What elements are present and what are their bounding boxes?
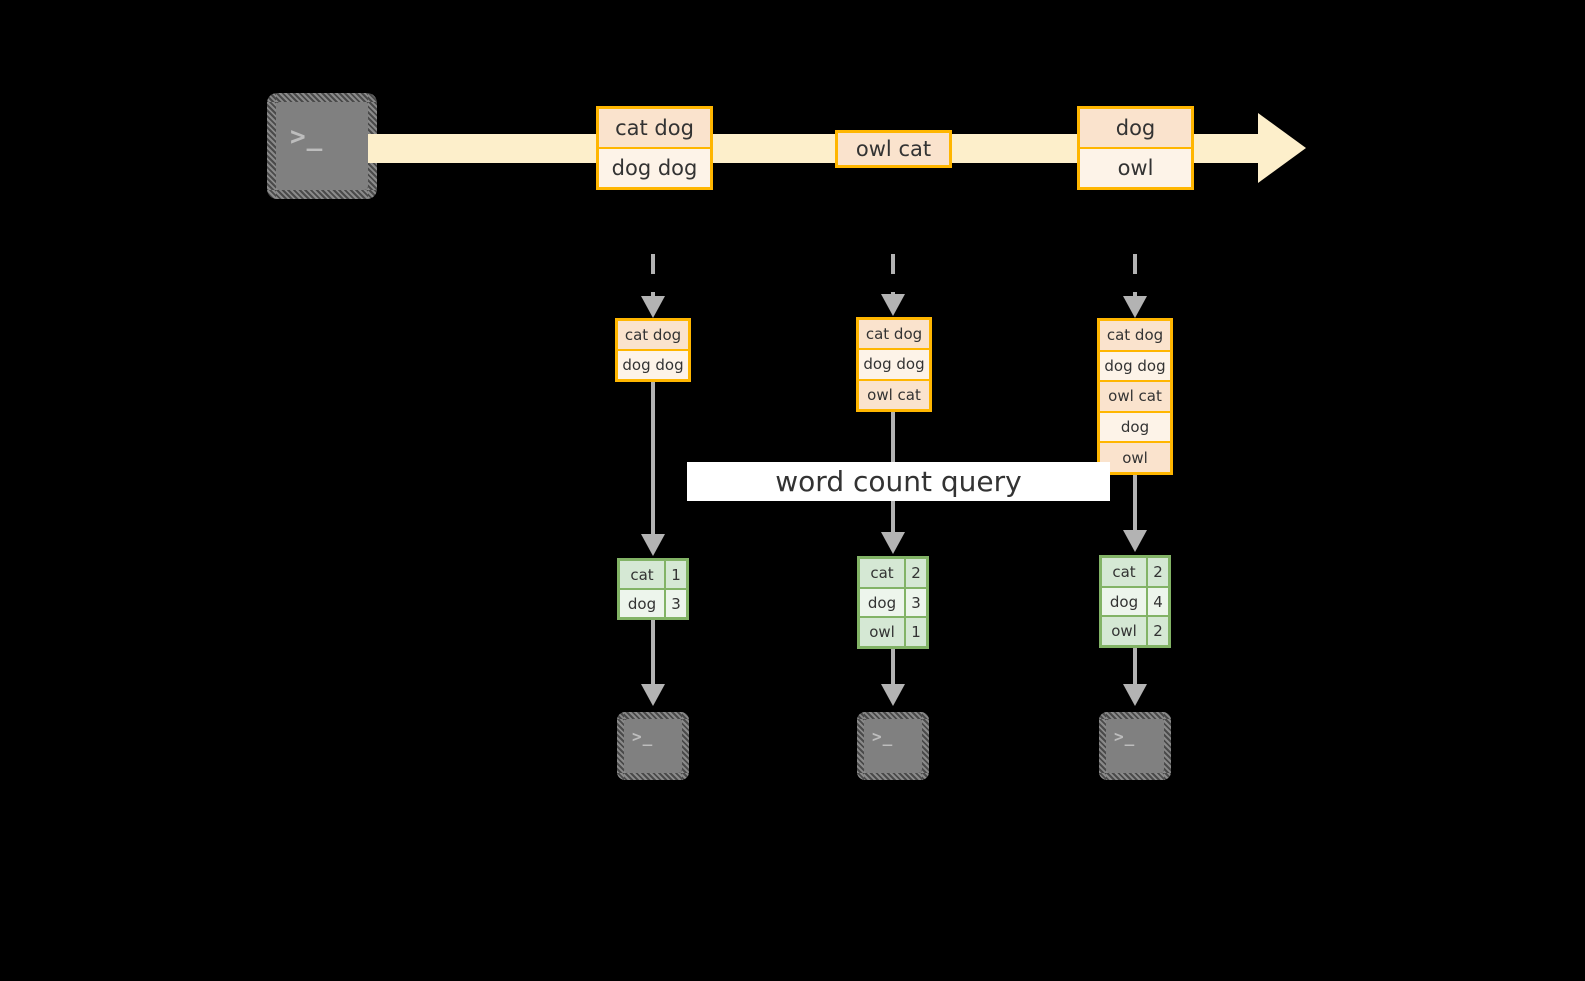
snapshot-1-query-connector: [651, 382, 655, 537]
snapshot-2-input-row: cat dog: [859, 320, 929, 351]
snapshot-2-result-word: cat: [860, 559, 906, 587]
terminal-prompt-glyph: >_: [290, 122, 324, 152]
snapshot-3-input-row: owl cat: [1100, 382, 1170, 413]
snapshot-2-sink-connector: [891, 649, 895, 686]
snapshot-2-result-count: 2: [906, 559, 926, 587]
stream-event-2: owl cat: [835, 130, 952, 168]
snapshot-2-result-count: 3: [906, 588, 926, 617]
table-row: cat 2: [860, 559, 926, 589]
snapshot-3-result-word: cat: [1102, 558, 1148, 586]
snapshot-1-result-word: dog: [620, 590, 666, 617]
stream-event-3: dog owl: [1077, 106, 1194, 190]
table-row: owl 2: [1102, 617, 1168, 646]
snapshot-1-result-word: cat: [620, 561, 666, 588]
snapshot-2-sink-terminal-icon: >_: [857, 712, 929, 780]
snapshot-3-stream-connector-arrowhead: [1123, 296, 1147, 318]
snapshot-2-stream-connector-arrowhead: [881, 294, 905, 316]
snapshot-2-input-row: dog dog: [859, 350, 929, 381]
table-row: dog 3: [620, 590, 686, 617]
snapshot-1-input-table: cat dog dog dog: [615, 318, 691, 382]
snapshot-1-result-table: cat 1 dog 3: [617, 558, 689, 620]
snapshot-2-result-word: dog: [860, 588, 906, 617]
table-row: cat 2: [1102, 558, 1168, 588]
snapshot-1-stream-connector: [651, 254, 655, 298]
snapshot-3-result-word: dog: [1102, 587, 1148, 616]
snapshot-3-result-word: owl: [1102, 617, 1148, 646]
snapshot-3-query-connector-arrowhead: [1123, 530, 1147, 552]
stream-event-3-line-1: dog: [1080, 109, 1191, 149]
snapshot-3-sink-connector-arrowhead: [1123, 684, 1147, 706]
snapshot-2-input-table: cat dog dog dog owl cat: [856, 317, 932, 412]
snapshot-1-input-row: cat dog: [618, 321, 688, 351]
snapshot-3-input-row: cat dog: [1100, 321, 1170, 352]
terminal-screen: [276, 102, 368, 190]
table-row: dog 4: [1102, 587, 1168, 618]
snapshot-2-stream-connector: [891, 254, 895, 296]
snapshot-1-sink-connector-arrowhead: [641, 684, 665, 706]
snapshot-1-result-count: 1: [666, 561, 686, 588]
snapshot-1-query-connector-arrowhead: [641, 534, 665, 556]
snapshot-3-result-table: cat 2 dog 4 owl 2: [1099, 555, 1171, 648]
snapshot-1-sink-connector: [651, 620, 655, 686]
snapshot-2-result-word: owl: [860, 618, 906, 647]
stream-arrow-head: [1258, 113, 1306, 183]
terminal-prompt-glyph: >_: [632, 727, 654, 746]
snapshot-3-input-table: cat dog dog dog owl cat dog owl: [1097, 318, 1173, 475]
table-row: dog 3: [860, 588, 926, 619]
snapshot-3-result-count: 4: [1148, 587, 1168, 616]
terminal-screen: [1106, 719, 1164, 773]
snapshot-3-sink-connector: [1133, 648, 1137, 686]
stream-event-1-line-1: cat dog: [599, 109, 710, 149]
terminal-screen: [624, 719, 682, 773]
snapshot-3-stream-connector: [1133, 254, 1137, 298]
table-row: owl 1: [860, 618, 926, 647]
terminal-screen: [864, 719, 922, 773]
snapshot-3-query-connector: [1133, 475, 1137, 534]
snapshot-3-result-count: 2: [1148, 617, 1168, 646]
snapshot-3-result-count: 2: [1148, 558, 1168, 586]
stream-event-2-line-1: owl cat: [838, 133, 949, 165]
snapshot-2-query-connector-arrowhead: [881, 532, 905, 554]
stream-event-3-line-2: owl: [1080, 149, 1191, 187]
snapshot-3-input-row: owl: [1100, 443, 1170, 472]
snapshot-3-sink-terminal-icon: >_: [1099, 712, 1171, 780]
snapshot-2-result-count: 1: [906, 618, 926, 647]
stream-event-1: cat dog dog dog: [596, 106, 713, 190]
snapshot-2-result-table: cat 2 dog 3 owl 1: [857, 556, 929, 649]
query-label-band: word count query: [687, 462, 1110, 501]
snapshot-1-input-row: dog dog: [618, 351, 688, 379]
stream-event-1-line-2: dog dog: [599, 149, 710, 187]
table-row: cat 1: [620, 561, 686, 590]
snapshot-3-input-row: dog: [1100, 412, 1170, 444]
snapshot-1-stream-connector-arrowhead: [641, 296, 665, 318]
terminal-prompt-glyph: >_: [872, 727, 894, 746]
terminal-prompt-glyph: >_: [1114, 727, 1136, 746]
snapshot-2-sink-connector-arrowhead: [881, 684, 905, 706]
snapshot-1-sink-terminal-icon: >_: [617, 712, 689, 780]
snapshot-3-input-row: dog dog: [1100, 351, 1170, 383]
source-terminal-icon: >_: [267, 93, 377, 199]
snapshot-2-input-row: owl cat: [859, 380, 929, 409]
snapshot-1-result-count: 3: [666, 590, 686, 617]
